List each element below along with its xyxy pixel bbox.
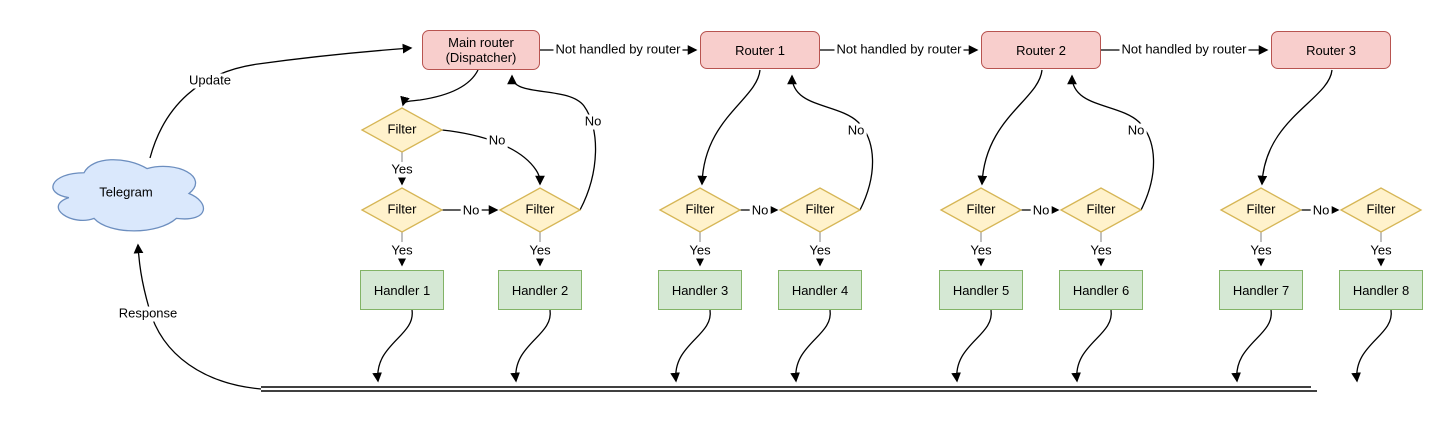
not-handled-label: Not handled by router [834,41,964,58]
no-label: No [582,113,604,130]
dispatcher-to-filter-arrow [400,69,479,107]
handler8-node: Handler 8 [1339,270,1423,310]
yes-label: Yes [807,242,833,259]
filter-diamond-router3-1 [1219,187,1303,233]
handler7-label: Handler 7 [1232,282,1290,298]
filter-diamond-router1-1 [658,187,742,233]
router3-label: Router 3 [1306,42,1356,58]
filter-label: Filter [525,201,555,217]
handler2-node: Handler 2 [498,270,582,310]
yes-label: Yes [389,242,415,259]
filter-diamond-dispatcher-3 [498,187,582,233]
handler2-response-arrow [510,309,551,383]
filter1-no-arrow [441,129,545,186]
handler5-response-arrow [951,309,992,383]
router3-to-filter-arrow [1257,69,1333,186]
telegram-label: Telegram [99,184,153,200]
handler4-node: Handler 4 [778,270,862,310]
filter-diamond-router3-2 [1339,187,1423,233]
no-label: No [845,122,867,139]
no-label: No [749,202,771,219]
filter-label: Filter [1366,201,1396,217]
filter-label: Filter [1246,201,1276,217]
yes-label: Yes [968,242,994,259]
dispatcher-node: Main router (Dispatcher) [422,30,540,70]
no-label: No [1030,202,1052,219]
dispatcher-label: Main router (Dispatcher) [445,35,517,65]
filter-diamond-dispatcher-2 [360,187,444,233]
filter-label: Filter [805,201,835,217]
router1-node: Router 1 [700,31,820,69]
router2-to-filter-arrow [977,69,1043,186]
not-handled-label: Not handled by router [553,41,683,58]
yes-label: Yes [687,242,713,259]
update-edge-label: Update [187,72,233,89]
no-label: No [1310,202,1332,219]
no-loop-to-router1 [787,74,874,211]
router3-node: Router 3 [1271,31,1391,69]
yes-label: Yes [1248,242,1274,259]
handler4-label: Handler 4 [791,282,849,298]
no-loop-to-dispatcher [507,74,597,211]
handler6-response-arrow [1071,309,1112,383]
handler1-response-arrow [372,309,413,383]
handler2-label: Handler 2 [511,282,569,298]
filter-label: Filter [685,201,715,217]
handler4-response-arrow [790,309,831,383]
response-edge-label: Response [116,305,180,322]
not-handled-label: Not handled by router [1119,41,1249,58]
router2-label: Router 2 [1016,42,1066,58]
filter-diamond-dispatcher-1 [360,107,444,153]
yes-label: Yes [1368,242,1394,259]
update-arrow [149,43,413,159]
handler1-label: Handler 1 [373,282,431,298]
no-label: No [1125,122,1147,139]
router1-label: Router 1 [735,42,785,58]
handler3-node: Handler 3 [658,270,742,310]
yes-label: Yes [1088,242,1114,259]
handler5-node: Handler 5 [939,270,1023,310]
filter-label: Filter [1086,201,1116,217]
handler6-label: Handler 6 [1072,282,1130,298]
router1-to-filter-arrow [697,69,761,186]
handler3-response-arrow [670,309,711,383]
handler8-label: Handler 8 [1352,282,1410,298]
handler5-label: Handler 5 [952,282,1010,298]
handler3-label: Handler 3 [671,282,729,298]
telegram-cloud-shape [52,159,205,232]
filter-diamond-router2-1 [939,187,1023,233]
handler6-node: Handler 6 [1059,270,1143,310]
handler7-response-arrow [1231,309,1272,383]
yes-label: Yes [389,161,415,178]
filter-label: Filter [966,201,996,217]
no-label: No [460,202,482,219]
filter-label: Filter [387,121,417,137]
filter-diamond-router2-2 [1059,187,1143,233]
no-label: No [486,132,508,149]
no-loop-to-router2 [1067,74,1155,211]
filter-label: Filter [387,201,417,217]
handler8-response-arrow [1351,309,1392,383]
handler7-node: Handler 7 [1219,270,1303,310]
yes-label: Yes [527,242,553,259]
filter-diamond-router1-2 [778,187,862,233]
router2-node: Router 2 [981,31,1101,69]
handler1-node: Handler 1 [360,270,444,310]
